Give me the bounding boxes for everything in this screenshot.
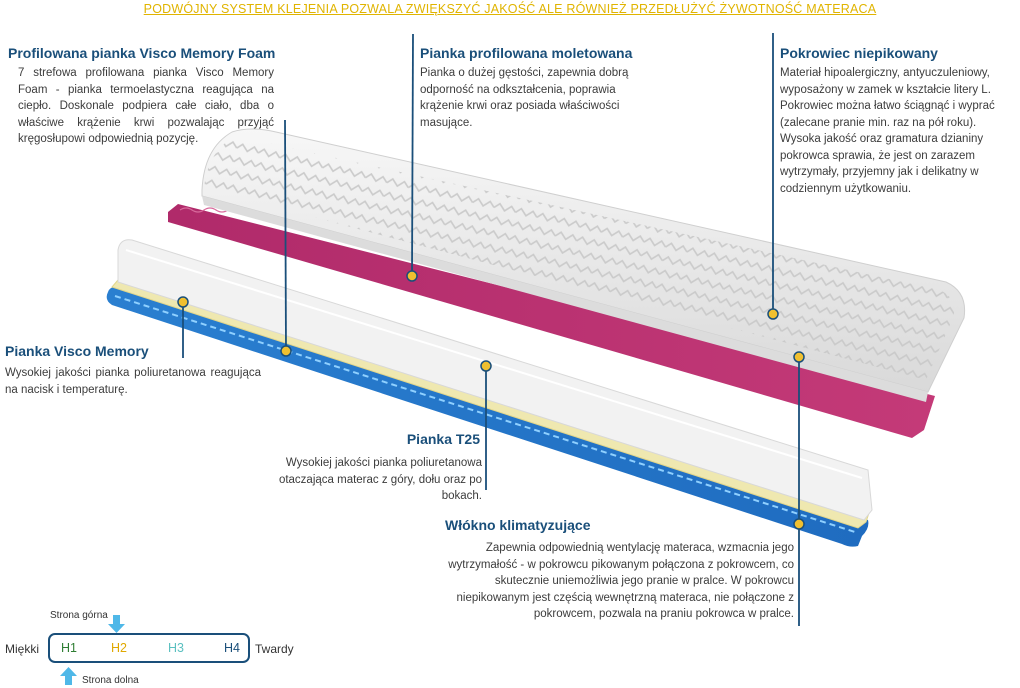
- arrow-down-icon: [108, 615, 125, 633]
- level-h3: H3: [168, 641, 184, 655]
- leader-moletowana: [411, 33, 414, 277]
- wlokno-desc: Zapewnia odpowiednią wentylację materaca…: [448, 542, 794, 620]
- level-h4: H4: [224, 641, 240, 655]
- t25-title: Pianka T25: [406, 431, 480, 447]
- hardness-scale: [48, 633, 250, 663]
- level-h1: H1: [61, 641, 77, 655]
- marker-visco-memory: [177, 296, 189, 308]
- arrow-up-icon: [60, 667, 77, 685]
- leader-visco-foam: [284, 119, 287, 352]
- pokrowiec-title: Pokrowiec niepikowany: [780, 45, 938, 61]
- level-h2: H2: [111, 641, 127, 655]
- pokrowiec-desc: Materiał hipoalergiczny, antyuczuleniowy…: [780, 67, 995, 195]
- visco-foam-desc: 7 strefowa profilowana pianka Visco Memo…: [18, 67, 274, 145]
- top-side-label: Strona górna: [50, 610, 108, 621]
- top-banner: PODWÓJNY SYSTEM KLEJENIA POZWALA ZWIĘKSZ…: [143, 2, 877, 16]
- marker-wlokno: [793, 518, 805, 530]
- visco-memory-desc: Wysokiej jakości pianka poliuretanowa re…: [5, 367, 261, 396]
- soft-label: Miękki: [5, 642, 40, 656]
- marker-cover-edge: [793, 351, 805, 363]
- leader-lines: [182, 33, 800, 626]
- cover-layer: [201, 128, 966, 402]
- t25-desc: Wysokiej jakości pianka poliuretanowa ot…: [278, 457, 482, 502]
- bottom-side-label: Strona dolna: [82, 675, 139, 686]
- moletowana-desc: Pianka o dużej gęstości, zapewnia dobrą …: [420, 67, 629, 129]
- visco-memory-title: Pianka Visco Memory: [5, 343, 149, 359]
- wlokno-title: Włókno klimatyzujące: [445, 517, 591, 533]
- hardness-arrows: [60, 615, 125, 685]
- t25-foam-block: [117, 239, 873, 521]
- marker-t25: [480, 360, 492, 372]
- marker-pokrowiec: [767, 308, 779, 320]
- visco-memory-layer: [111, 279, 871, 529]
- marker-visco-foam: [280, 345, 292, 357]
- fibre-layer: [106, 286, 869, 547]
- marker-dots: [177, 270, 805, 530]
- marker-moletowana: [406, 270, 418, 282]
- moletowana-title: Pianka profilowana moletowana: [420, 45, 633, 61]
- hard-label: Twardy: [255, 642, 294, 656]
- visco-foam-title: Profilowana pianka Visco Memory Foam: [8, 45, 276, 61]
